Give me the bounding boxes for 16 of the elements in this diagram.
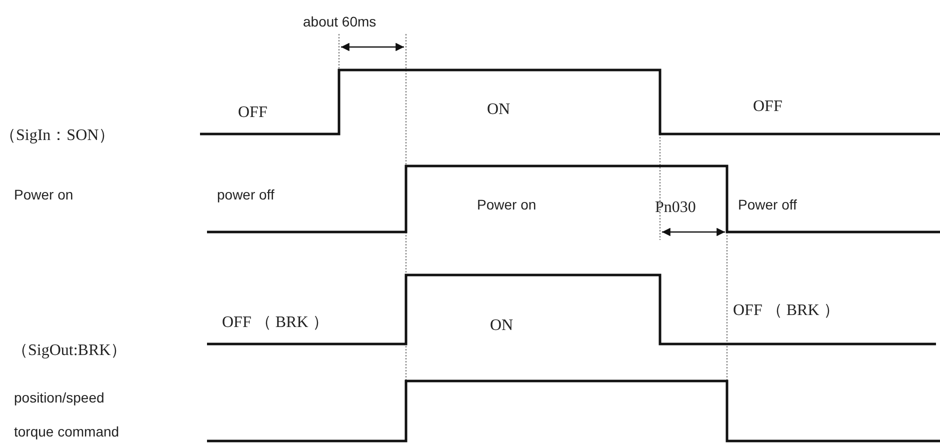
state-label: Power on [477,197,536,213]
state-label: OFF [238,104,268,122]
state-label: ON [487,101,510,119]
state-label: OFF （ BRK ） [222,314,328,332]
state-label: power off [217,187,274,203]
signal-name: （SigOut:BRK） [12,342,127,360]
parameter-label: Pn030 [655,199,696,217]
state-label: ON [490,317,514,335]
signal-name: （SigIn：SON） [0,127,115,145]
state-label: OFF （ BRK ） [733,302,840,320]
timing-annotation: about 60ms [303,14,376,30]
signal-name: position/speed [14,390,104,406]
state-label: OFF [753,98,782,116]
signal-name: torque command [14,424,120,440]
state-label: Power off [738,197,797,213]
signal-name: Power on [14,187,74,203]
